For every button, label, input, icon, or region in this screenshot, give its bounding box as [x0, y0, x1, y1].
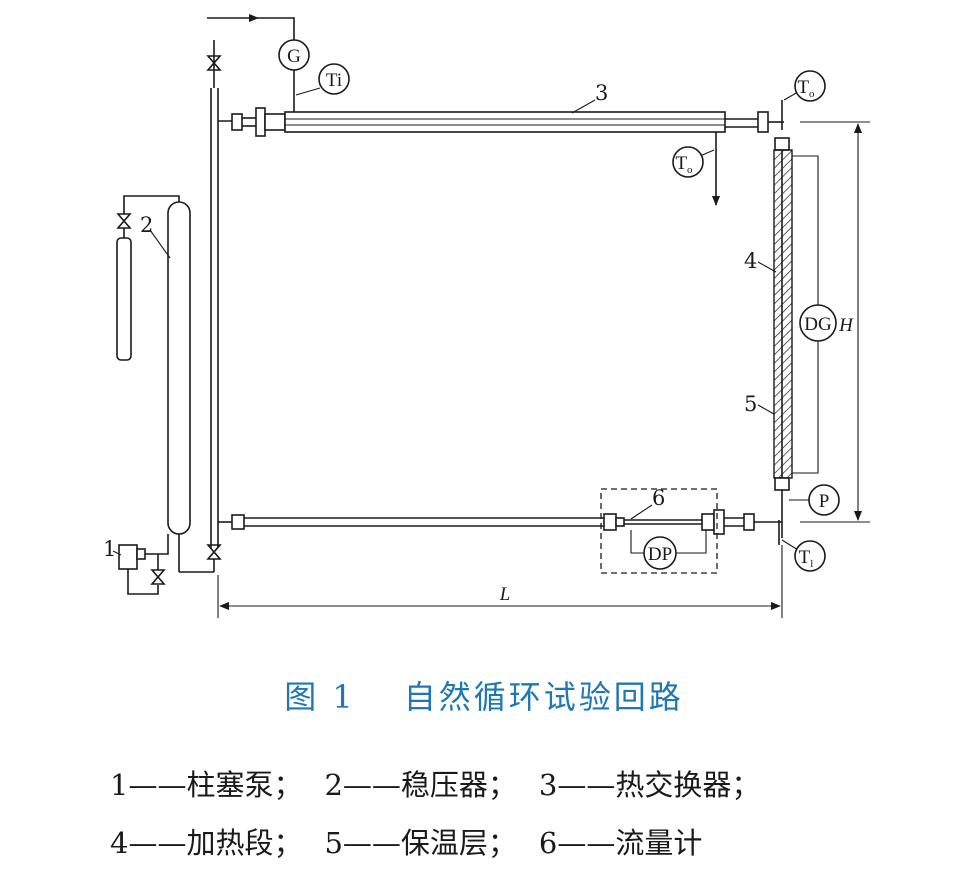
- legend-row-1: 1——柱塞泵； 2——稳压器； 3——热交换器；: [110, 762, 760, 804]
- part-number-labels: 3 2 4 5 6 1: [103, 81, 777, 561]
- figure-number: 图 1: [284, 678, 356, 716]
- left-riser-pipe: [206, 40, 222, 572]
- tl-label: Tl: [799, 547, 814, 570]
- gas-cylinder: [116, 237, 132, 361]
- legend-item-5: 5——保温层；: [324, 826, 517, 860]
- ti-sensor: Ti: [295, 63, 350, 96]
- p-gauge: P: [789, 484, 840, 516]
- legend-item-2: 2——稳压器；: [324, 768, 517, 802]
- legend-item-1: 1——柱塞泵；: [110, 768, 303, 802]
- label-4: 4: [744, 249, 757, 273]
- label-5: 5: [744, 392, 757, 416]
- label-1: 1: [103, 537, 116, 561]
- figure-caption: 图 1 自然循环试验回路: [0, 672, 968, 718]
- legend-row-2: 4——加热段； 5——保温层； 6——流量计: [110, 820, 702, 862]
- legend-item-3: 3——热交换器；: [538, 768, 761, 802]
- p-label: P: [819, 491, 830, 512]
- inlet-line: [207, 14, 295, 40]
- to-label-2: To: [797, 77, 815, 100]
- figure-title: 自然循环试验回路: [403, 678, 684, 716]
- height-dimension: H: [800, 121, 870, 523]
- to-label-1: To: [675, 153, 693, 176]
- label-2: 2: [140, 213, 153, 237]
- label-6: 6: [652, 486, 665, 510]
- dg-label: DG: [804, 314, 832, 335]
- gauge-g-label: G: [287, 46, 301, 67]
- natural-circulation-loop-diagram: G Ti To: [103, 14, 870, 618]
- heater-section: [773, 137, 793, 538]
- label-3: 3: [595, 81, 608, 105]
- to-sensor-top: To: [781, 70, 826, 130]
- legend-item-6: 6——流量计: [538, 826, 703, 860]
- flowmeter-box: DP: [600, 488, 718, 574]
- plunger-pump: [118, 534, 169, 595]
- length-dimension: L: [217, 545, 783, 618]
- hx-outlet: To: [672, 132, 720, 206]
- tl-sensor: Tl: [778, 520, 826, 572]
- dg-gauge: DG: [792, 155, 837, 474]
- legend-item-4: 4——加热段；: [110, 826, 303, 860]
- gauge-g: G: [278, 39, 310, 71]
- bottom-pipe: [218, 509, 782, 535]
- ti-label: Ti: [326, 70, 342, 91]
- h-label: H: [838, 315, 854, 336]
- l-label: L: [499, 584, 511, 605]
- dp-label: DP: [648, 544, 672, 565]
- top-pipe: [218, 107, 784, 137]
- pressurizer: [116, 195, 214, 573]
